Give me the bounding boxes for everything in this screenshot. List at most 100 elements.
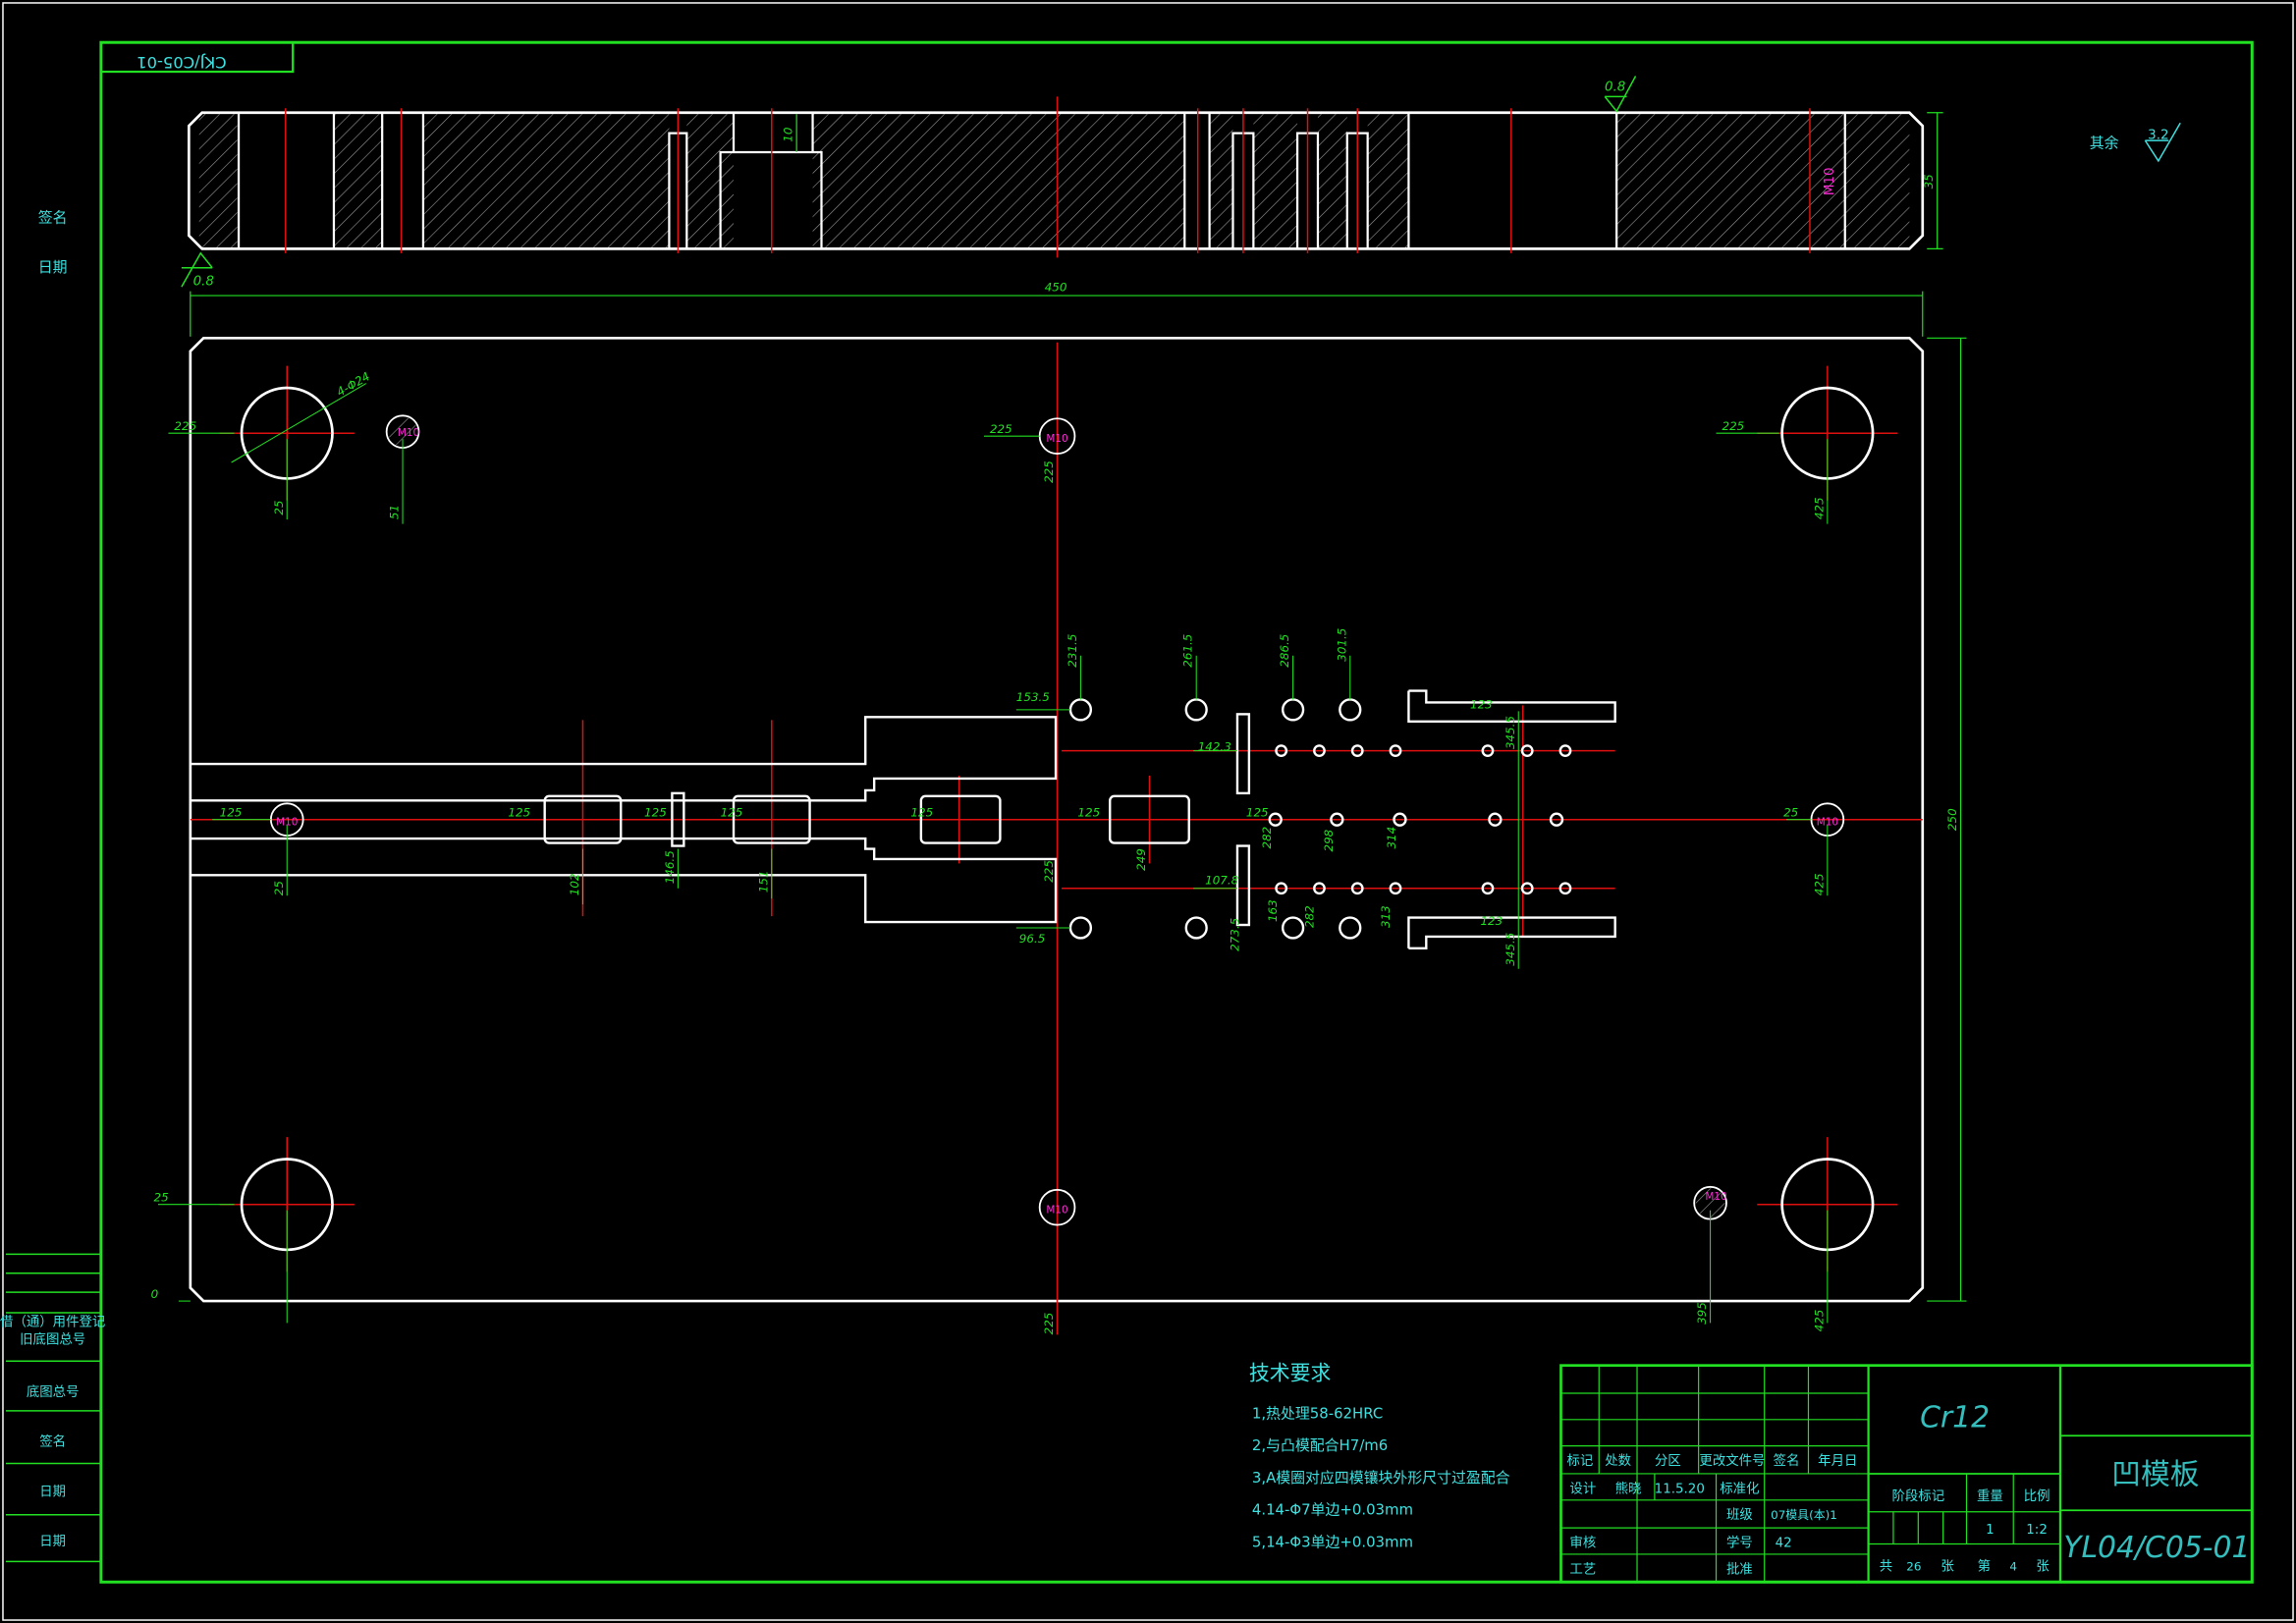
dim-37: 345.5 (1503, 716, 1517, 749)
dim-23: 142.3 (1198, 740, 1231, 754)
process-label: 工艺 (1569, 1561, 1596, 1577)
hdr-date: 年月日 (1818, 1453, 1857, 1469)
section-thread-label: M10 (1823, 168, 1837, 196)
section-view: 10 35 M10 0.8 0.8 (181, 76, 1943, 290)
dim-33: 314 (1385, 827, 1398, 849)
hdr-count: 处数 (1605, 1453, 1631, 1469)
dim-10: 125 (508, 806, 530, 820)
tech-title: 技术要求 (1249, 1362, 1332, 1385)
roughness-top: 0.8 (1605, 80, 1625, 94)
total-label: 共 (1880, 1558, 1892, 1574)
design-label: 设计 (1569, 1481, 1596, 1496)
dim-32: 298 (1322, 829, 1336, 851)
class-value: 07模具(本)1 (1771, 1508, 1837, 1522)
designer-name: 熊晓 (1615, 1481, 1642, 1496)
dim-35: 163 (1266, 899, 1280, 922)
sheet-label: 第 (1978, 1557, 1991, 1574)
stage-label: 阶段标记 (1891, 1488, 1944, 1504)
dim-31: 282 (1260, 827, 1274, 849)
dim-21: 249 (1134, 848, 1148, 871)
dim-38: 345.5 (1503, 933, 1517, 966)
dim-29: 96.5 (1019, 932, 1046, 946)
dim-1: 225 (174, 419, 196, 433)
part-name: 凹模板 (2111, 1457, 2199, 1491)
dim-13: 125 (910, 806, 933, 820)
height-dim-value: 250 (1945, 808, 1959, 831)
dim-25: 231.5 (1066, 634, 1079, 668)
student-id-label: 学号 (1726, 1535, 1753, 1550)
thread-label-2: M10 (1046, 433, 1067, 445)
roughness-bottom: 0.8 (193, 275, 214, 290)
student-id-value: 42 (1776, 1536, 1792, 1550)
quantity-value: 1 (1986, 1523, 1995, 1538)
dim-4: 51 (388, 505, 402, 519)
sheet-word: 张 (2036, 1558, 2050, 1574)
left-table-label-6: 日期 (39, 1534, 66, 1549)
standardization-label: 标准化 (1720, 1481, 1759, 1496)
dim-44: 395 (1695, 1302, 1709, 1325)
dim-11: 125 (644, 806, 667, 820)
dim-30: 273.5 (1228, 918, 1241, 951)
left-revision-table (5, 1253, 101, 1563)
tech-item-5: 5,14-Φ3单边+0.03mm (1252, 1533, 1413, 1550)
tech-item-2: 2,与凸模配合H7/m6 (1252, 1436, 1388, 1454)
left-table-label-2: 旧底图总号 (20, 1331, 85, 1347)
total-sheets: 26 (1906, 1559, 1921, 1573)
section-depth-dim: 10 (782, 128, 795, 142)
dim-39: 25 (1783, 806, 1798, 820)
dim-14: 125 (1077, 806, 1100, 820)
roughness-other-value: 3.2 (2148, 129, 2168, 143)
plan-view: 25 0 (151, 336, 1967, 1334)
dim-28: 301.5 (1335, 628, 1348, 662)
hdr-mark: 标记 (1566, 1453, 1593, 1469)
dim-36: 282 (1302, 905, 1316, 928)
dim-8: 425 (1812, 497, 1826, 519)
dim-2: 4-Φ24 (334, 369, 372, 399)
section-thickness-dim: 35 (1922, 174, 1936, 189)
sheets-word: 张 (1941, 1558, 1954, 1574)
dim-24: 153.5 (1016, 690, 1050, 704)
thread-label-3: M10 (276, 817, 298, 829)
scale-value: 1:2 (2026, 1523, 2048, 1538)
dim-16: 25 (272, 881, 286, 895)
material-value: Cr12 (1920, 1400, 1990, 1434)
scale-label: 比例 (2024, 1488, 2050, 1504)
dim-26: 261.5 (1181, 634, 1195, 668)
roughness-symbol-icon (2144, 122, 2181, 163)
left-table-label-1: 借（通）用件登记 (0, 1314, 105, 1329)
left-table-label-3: 底图总号 (27, 1384, 80, 1400)
dim-6: 225 (1042, 460, 1056, 483)
dim-18: 146.5 (663, 850, 677, 884)
weight-label: 重量 (1977, 1488, 2003, 1504)
dim-20: 225 (1042, 860, 1056, 883)
frame-code: CKJ/C05-01 (137, 53, 227, 72)
title-block (1559, 1364, 2254, 1584)
thread-label-6: M10 (1705, 1191, 1726, 1203)
dim-46: 123 (1470, 697, 1493, 711)
review-label: 审核 (1569, 1535, 1596, 1550)
dim-47: 123 (1480, 914, 1503, 928)
dim-43: 425 (1812, 1310, 1826, 1332)
width-dimension (190, 291, 1924, 337)
class-label: 班级 (1726, 1507, 1753, 1523)
dim-7: 225 (1722, 419, 1744, 433)
thread-label-4: M10 (1817, 817, 1838, 829)
dim-12: 125 (721, 806, 743, 820)
dim-22: 107.8 (1205, 873, 1239, 887)
dim-5: 225 (990, 422, 1012, 436)
hdr-sign: 签名 (1774, 1452, 1800, 1469)
dim-17: 102 (568, 873, 581, 895)
margin-sign-label: 签名 (38, 209, 68, 227)
dim-45: 425 (1812, 873, 1826, 895)
dim-27: 286.5 (1278, 634, 1291, 668)
tech-item-4: 4.14-Φ7单边+0.03mm (1252, 1501, 1413, 1519)
dim-9: 125 (220, 806, 243, 820)
dim-34: 313 (1379, 905, 1393, 928)
dim-41: 0 (151, 1287, 159, 1301)
left-table-label-5: 日期 (39, 1484, 66, 1499)
approve-label: 批准 (1726, 1561, 1753, 1577)
thread-label-1: M10 (398, 427, 419, 439)
width-dim-value: 450 (1045, 281, 1067, 295)
dim-19: 151 (756, 870, 770, 893)
